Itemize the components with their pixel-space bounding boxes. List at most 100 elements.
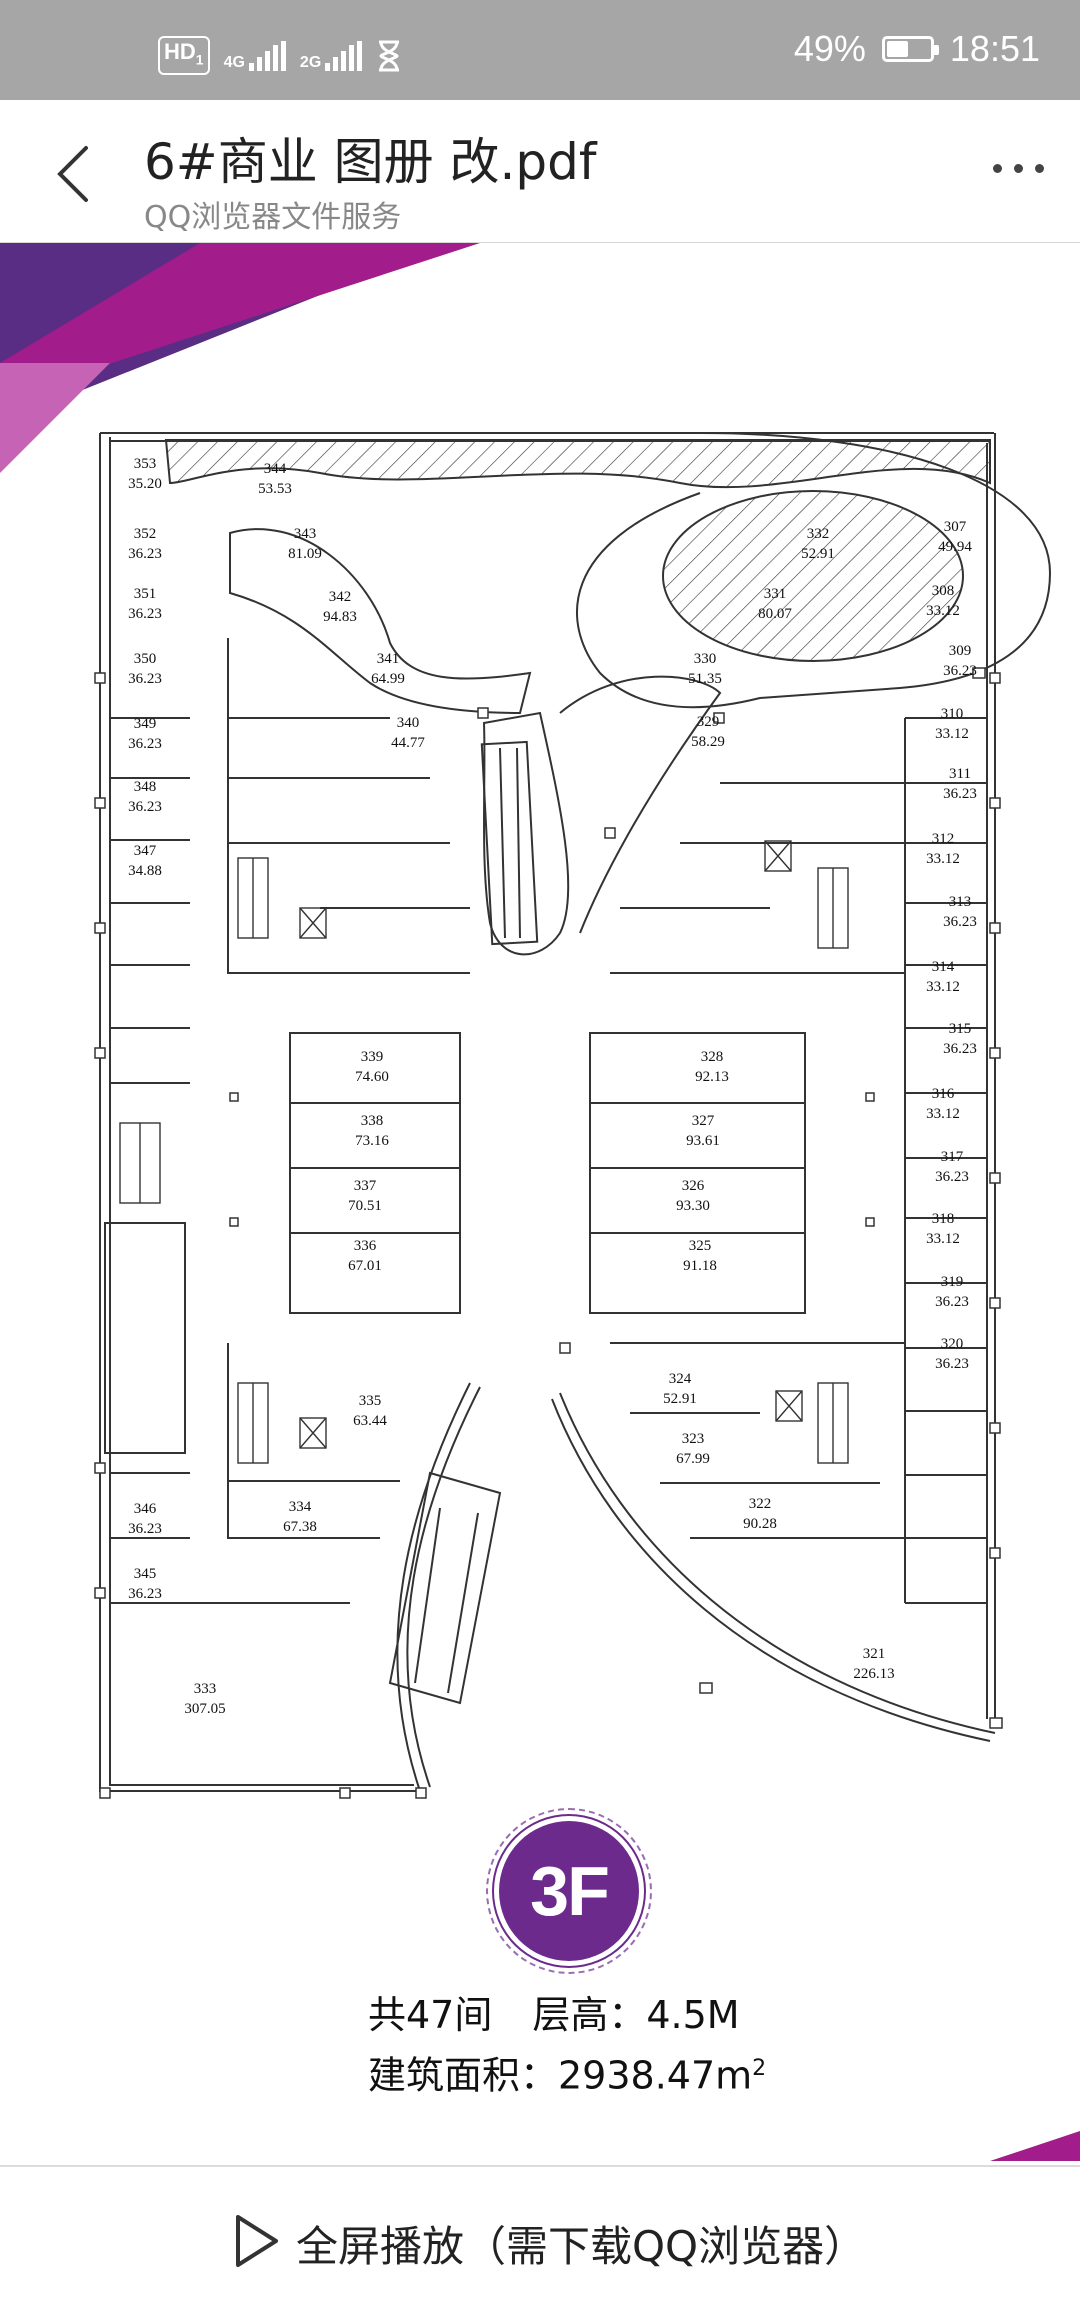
unit-labels: 35335.2035236.2335136.2335036.2334936.23… xyxy=(128,456,977,1717)
app-bar: 6#商业 图册 改.pdf QQ浏览器文件服务 xyxy=(0,100,1080,243)
unit-number: 348 xyxy=(134,779,157,795)
unit-area: 93.61 xyxy=(686,1133,720,1149)
play-icon[interactable] xyxy=(230,2211,282,2271)
document-title: 6#商业 图册 改.pdf xyxy=(144,133,597,191)
floor-plan: 35335.2035236.2335136.2335036.2334936.23… xyxy=(0,243,1080,2161)
unit-area: 74.60 xyxy=(355,1069,389,1085)
back-arrow-icon[interactable] xyxy=(50,144,98,204)
unit-number: 323 xyxy=(682,1431,705,1447)
status-bar: HD1 4G 2G 49% 18:51 xyxy=(0,0,1080,100)
battery-icon xyxy=(881,36,939,62)
status-right: 49% 18:51 xyxy=(794,28,1040,70)
unit-area: 44.77 xyxy=(391,735,425,751)
unit-number: 321 xyxy=(863,1646,886,1662)
more-options-icon[interactable] xyxy=(993,164,1044,173)
unit-number: 353 xyxy=(134,456,157,472)
unit-number: 336 xyxy=(354,1238,377,1254)
unit-number: 309 xyxy=(949,643,972,659)
hd-indicator: HD1 xyxy=(158,36,210,76)
unit-number: 351 xyxy=(134,586,157,602)
unit-323: 323 67.99 xyxy=(676,1431,710,1467)
unit-340: 340 44.77 xyxy=(391,715,425,751)
unit-319: 319 36.23 xyxy=(935,1274,969,1310)
fullscreen-play-button[interactable]: 全屏播放（需下载QQ浏览器） xyxy=(296,2222,867,2271)
hourglass-icon xyxy=(379,40,400,72)
unit-number: 331 xyxy=(764,586,787,602)
unit-number: 332 xyxy=(807,526,830,542)
unit-area: 36.23 xyxy=(943,1041,977,1057)
unit-345: 345 36.23 xyxy=(128,1566,162,1602)
unit-number: 344 xyxy=(264,461,287,477)
unit-area: 52.91 xyxy=(801,546,835,562)
unit-number: 334 xyxy=(289,1499,312,1515)
unit-311: 311 36.23 xyxy=(943,766,977,802)
unit-area: 63.44 xyxy=(353,1413,387,1429)
unit-area: 36.23 xyxy=(128,546,162,562)
unit-area: 36.23 xyxy=(935,1169,969,1185)
floor-area-unit-superscript: 2 xyxy=(752,2056,767,2081)
unit-number: 343 xyxy=(294,526,317,542)
unit-area: 33.12 xyxy=(926,979,960,995)
unit-314: 314 33.12 xyxy=(926,959,960,995)
unit-number: 319 xyxy=(941,1274,964,1290)
unit-area: 226.13 xyxy=(853,1666,894,1682)
unit-339: 339 74.60 xyxy=(355,1049,389,1085)
battery-percent: 49% xyxy=(793,28,866,69)
unit-number: 339 xyxy=(361,1049,384,1065)
unit-number: 311 xyxy=(949,766,971,782)
unit-number: 322 xyxy=(749,1496,772,1512)
document-source: QQ浏览器文件服务 xyxy=(144,200,402,235)
unit-area: 36.23 xyxy=(128,1586,162,1602)
unit-area: 33.12 xyxy=(926,851,960,867)
unit-number: 352 xyxy=(134,526,157,542)
unit-number: 333 xyxy=(194,1681,217,1697)
unit-number: 346 xyxy=(134,1501,157,1517)
unit-area: 73.16 xyxy=(355,1133,389,1149)
unit-number: 314 xyxy=(932,959,955,975)
unit-area: 36.23 xyxy=(943,786,977,802)
unit-area: 36.23 xyxy=(128,606,162,622)
unit-number: 310 xyxy=(941,706,964,722)
unit-number: 330 xyxy=(694,651,717,667)
unit-area: 92.13 xyxy=(695,1069,729,1085)
unit-area: 81.09 xyxy=(288,546,322,562)
unit-area: 67.99 xyxy=(676,1451,710,1467)
unit-332: 332 52.91 xyxy=(801,526,835,562)
unit-area: 67.01 xyxy=(348,1258,382,1274)
bottom-corner-decoration xyxy=(990,2131,1080,2161)
unit-number: 340 xyxy=(397,715,420,731)
unit-area: 51.35 xyxy=(688,671,722,687)
unit-number: 345 xyxy=(134,1566,157,1582)
floor-info-row-1: 共47间层高：4.5M xyxy=(368,1988,766,2042)
floor-info-row-2: 建筑面积：2938.47m2 xyxy=(368,2042,766,2103)
unit-area: 94.83 xyxy=(323,609,357,625)
building-outline xyxy=(94,432,1052,1799)
signal-icon xyxy=(248,40,286,71)
unit-area: 36.23 xyxy=(935,1294,969,1310)
unit-number: 313 xyxy=(949,894,972,910)
unit-number: 338 xyxy=(361,1113,384,1129)
unit-area: 307.05 xyxy=(184,1701,225,1717)
unit-335: 335 63.44 xyxy=(353,1393,387,1429)
unit-area: 33.12 xyxy=(935,726,969,742)
unit-351: 351 36.23 xyxy=(128,586,162,622)
unit-336: 336 67.01 xyxy=(348,1238,382,1274)
unit-number: 335 xyxy=(359,1393,382,1409)
